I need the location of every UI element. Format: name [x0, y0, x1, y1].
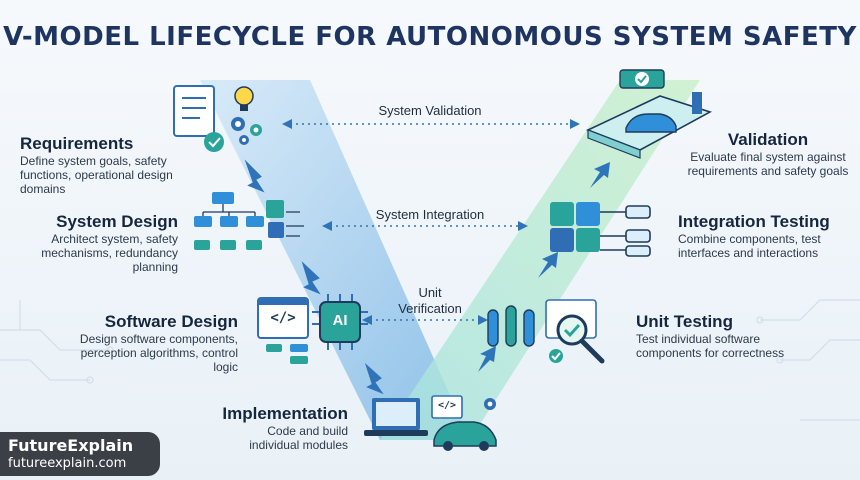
brand-url: futureexplain.com [8, 456, 127, 471]
car-icon [433, 421, 497, 451]
stage-desc-line: mechanisms, redundancy [41, 246, 178, 260]
stage-software-design: Software Design Design software componen… [20, 312, 238, 374]
gear-icon [231, 117, 262, 145]
v-right-arm [380, 80, 700, 440]
stage-unit-testing: Unit Testing Test individual software co… [636, 312, 836, 360]
stage-desc-line: functions, operational design [20, 168, 173, 182]
stage-desc-line: interfaces and interactions [678, 246, 819, 260]
stage-desc-line: domains [20, 182, 66, 196]
stage-title: Integration Testing [678, 212, 830, 231]
brand-name: FutureExplain [8, 436, 134, 455]
ai-chip-icon [312, 294, 368, 350]
code-symbol-small: </> [437, 400, 457, 411]
stage-title: Validation [727, 130, 809, 149]
stage-system-design: System Design Architect system, safety m… [20, 212, 178, 274]
stage-desc-line: Define system goals, safety [20, 154, 167, 168]
stage-title: Implementation [222, 404, 348, 423]
lightbulb-icon [234, 86, 254, 111]
stage-title: System Design [56, 212, 178, 231]
code-symbol: </> [270, 310, 296, 326]
ai-chip-label: AI [332, 312, 348, 329]
stage-implementation: Implementation Code and build individual… [196, 404, 348, 452]
link-label-system-integration: System Integration [375, 207, 485, 222]
verification-links [290, 123, 572, 321]
stage-desc-line: components for correctness [636, 346, 785, 360]
link-label-verification: Verification [398, 301, 462, 316]
link-label-system-validation: System Validation [378, 103, 482, 118]
validation-platform-icon [585, 69, 713, 159]
laptop-icon [364, 398, 428, 436]
document-icon [173, 85, 224, 152]
stage-title: Software Design [104, 312, 238, 331]
code-window-icon [257, 297, 309, 339]
descent-arrows [244, 159, 384, 395]
stage-title: Unit Testing [636, 312, 733, 331]
puzzle-large-icon [550, 202, 600, 252]
v-left-arm [200, 80, 470, 440]
stage-desc-line: Code and build [267, 424, 348, 438]
stage-desc-line: requirements and safety goals [687, 164, 849, 178]
flow-icon [266, 344, 308, 364]
stage-desc-line: planning [132, 260, 178, 274]
connector-cables-icon [600, 205, 651, 257]
stage-integration-testing: Integration Testing Combine components, … [678, 212, 858, 260]
hierarchy-icon [194, 192, 264, 250]
circuit-decoration [0, 299, 860, 421]
brand-badge: FutureExplain futureexplain.com [0, 432, 160, 476]
stage-requirements: Requirements Define system goals, safety… [20, 134, 210, 196]
stage-desc-line: Combine components, test [678, 232, 821, 246]
small-code-window-icon [431, 395, 463, 419]
stage-desc-line: Design software components, [79, 332, 238, 346]
link-label-unit: Unit [418, 285, 442, 300]
stage-title: Requirements [20, 134, 134, 153]
puzzle-icon [266, 200, 304, 238]
stage-desc-line: perception algorithms, control [80, 346, 238, 360]
stage-desc-line: Architect system, safety [51, 232, 178, 246]
ascent-arrows [478, 162, 610, 372]
stage-desc-line: logic [213, 360, 238, 374]
stage-validation: Validation Evaluate final system against… [680, 130, 856, 178]
test-tubes-icon [487, 305, 535, 347]
stage-desc-line: Test individual software [636, 332, 761, 346]
stage-desc-line: individual modules [249, 438, 348, 452]
stage-desc-line: Evaluate final system against [690, 150, 846, 164]
page-title: V-MODEL LIFECYCLE FOR AUTONOMOUS SYSTEM … [3, 22, 857, 52]
small-gear-icon [484, 398, 496, 410]
magnifier-check-icon [545, 299, 605, 364]
